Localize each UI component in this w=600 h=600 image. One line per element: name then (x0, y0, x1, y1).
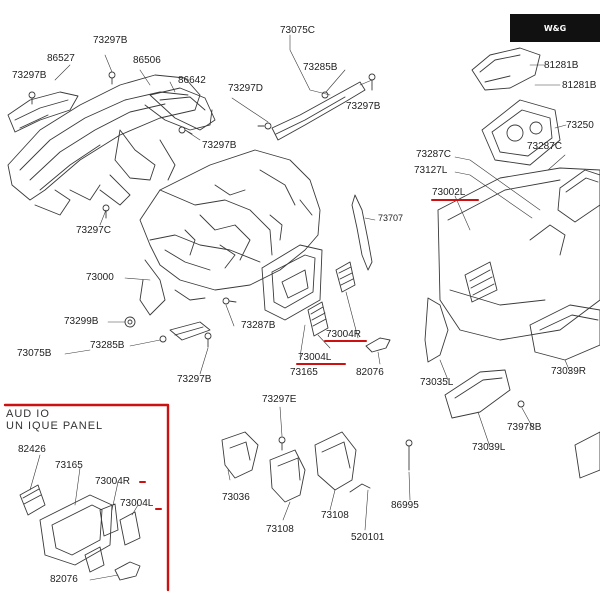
label-73297B: 73297B (346, 101, 381, 112)
label-520101: 520101 (351, 532, 385, 543)
inset-title-line1: AUD IO (6, 408, 50, 420)
label-73297D: 73297D (228, 83, 264, 94)
label-73108: 73108 (266, 524, 294, 535)
clip-82076 (365, 337, 391, 353)
bracket-73108-right (314, 431, 371, 493)
label-73297E: 73297E (262, 394, 297, 405)
panel-73002L (437, 167, 600, 341)
label-73039R: 73039R (551, 366, 587, 377)
inset-label-73004R: 73004R (95, 476, 131, 487)
label-73978B: 73978B (507, 422, 542, 433)
label-73707: 73707 (378, 213, 404, 223)
label-73004L: 73004L (298, 352, 332, 363)
label-73299B: 73299B (64, 316, 99, 327)
vent-86642 (149, 87, 216, 131)
label-73250: 73250 (566, 120, 594, 131)
duct-86506 (7, 74, 213, 216)
label-73297C: 73297C (76, 225, 112, 236)
label-86527: 86527 (47, 53, 75, 64)
inset-label-82426: 82426 (18, 444, 46, 455)
label-73297B: 73297B (12, 70, 47, 81)
label-73287B: 73287B (241, 320, 276, 331)
label-73287C: 73287C (527, 141, 563, 152)
cover-81281B (471, 47, 541, 91)
bracket-73285B (124, 297, 237, 348)
audio-bezel-73165 (261, 244, 323, 321)
watermark-text: W&G (543, 23, 567, 33)
watermark-logo: W&G (510, 14, 600, 42)
label-73297B: 73297B (202, 140, 237, 151)
screws-top-left (28, 71, 376, 219)
label-81281B: 81281B (544, 60, 579, 71)
label-73285B: 73285B (303, 62, 338, 73)
label-81281B: 81281B (562, 80, 597, 91)
label-73004R: 73004R (326, 329, 362, 340)
bolt-86995 (405, 439, 413, 471)
trim-73035L (424, 297, 449, 363)
label-73297B: 73297B (177, 374, 212, 385)
label-73002L: 73002L (432, 187, 466, 198)
label-73297B: 73297B (93, 35, 128, 46)
side-trim-73707 (351, 194, 373, 271)
dashboard-73000 (139, 149, 321, 316)
label-86506: 86506 (133, 55, 161, 66)
lower-right-part (574, 431, 600, 479)
leader-lines (29, 34, 571, 581)
label-86995: 86995 (391, 500, 419, 511)
glovebox-73039L (444, 369, 525, 419)
highlight-marks (139, 199, 479, 510)
inset-title-line2: UN IQUE PANEL (6, 420, 104, 432)
label-73287C: 73287C (416, 149, 452, 160)
label-73165: 73165 (290, 367, 318, 378)
label-73039L: 73039L (472, 442, 506, 453)
inset-parts (19, 484, 141, 581)
label-73108: 73108 (321, 510, 349, 521)
label-73000: 73000 (86, 272, 114, 283)
inset-label-73004L: 73004L (120, 498, 154, 509)
label-73285B: 73285B (90, 340, 125, 351)
module-73287C (557, 169, 600, 223)
label-73036: 73036 (222, 492, 250, 503)
bracket-73108-left (269, 449, 306, 503)
trim-strip-73075C (271, 81, 366, 141)
label-86642: 86642 (178, 75, 206, 86)
vent-86527 (7, 91, 79, 133)
vent-73004R (335, 261, 356, 293)
vent-73004L (307, 301, 329, 337)
cluster-73250 (481, 99, 561, 166)
label-73035L: 73035L (420, 377, 454, 388)
label-73075C: 73075C (280, 25, 316, 36)
bracket-73036 (221, 431, 286, 479)
inset-frame (3, 403, 170, 592)
inset-label-73165: 73165 (55, 460, 83, 471)
box-73039R (529, 304, 600, 361)
label-82076: 82076 (356, 367, 384, 378)
inset-label-82076: 82076 (50, 574, 78, 585)
label-73075B: 73075B (17, 348, 52, 359)
label-73127L: 73127L (414, 165, 448, 176)
